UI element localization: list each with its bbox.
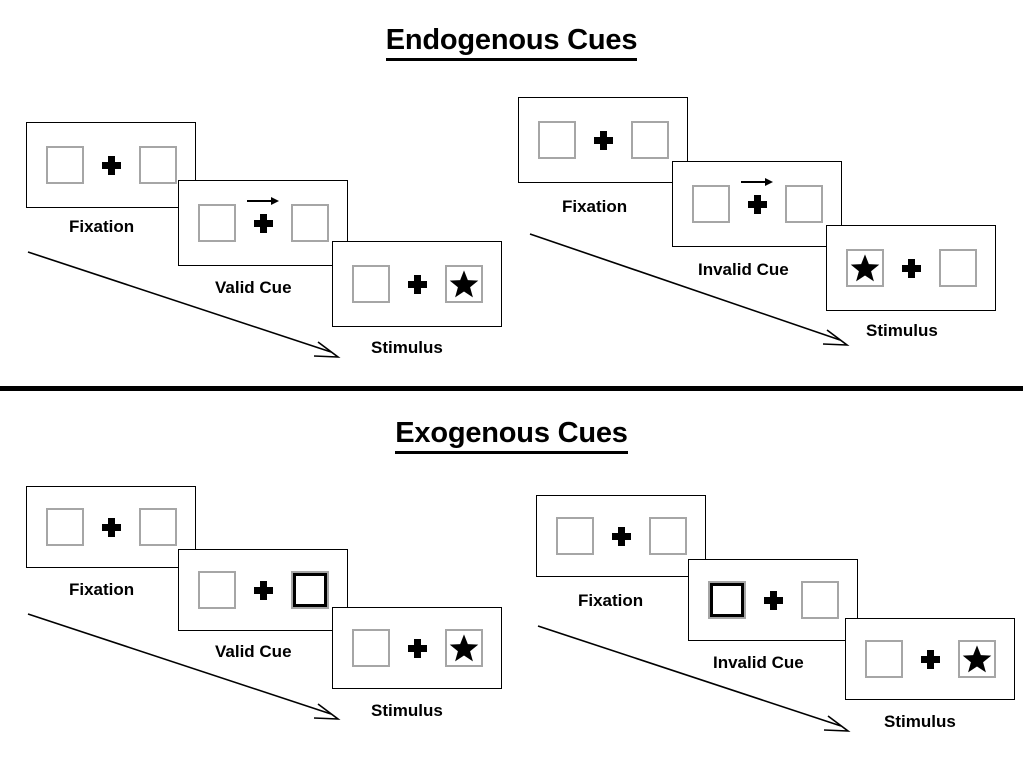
left-square: [351, 265, 390, 303]
flow-arrow-endogenous-valid: [27, 251, 341, 358]
star-icon: [449, 634, 478, 662]
stage-label-exogenous-invalid-cue: Invalid Cue: [713, 653, 804, 672]
cue-arrow-right-icon: [741, 177, 773, 186]
stage-label-endogenous-valid-cue: Valid Cue: [215, 278, 292, 297]
section-title-exogenous-text: Exogenous Cues: [395, 417, 628, 454]
right-square-cued: [290, 571, 329, 609]
left-square-cued: [707, 581, 746, 619]
right-square: [957, 640, 996, 678]
section-divider: [0, 386, 1023, 391]
panel-endogenous-valid-stimulus[interactable]: [332, 241, 502, 327]
left-square: [351, 629, 390, 667]
fixation-cross-icon: [611, 526, 631, 546]
left-square: [845, 249, 884, 287]
left-square: [691, 185, 730, 223]
fixation-cross-icon: [901, 258, 921, 278]
stage-label-exogenous-valid-fixation: Fixation: [69, 580, 135, 599]
right-square: [444, 265, 483, 303]
panel-exogenous-valid-cue[interactable]: [178, 549, 348, 631]
flow-arrow-endogenous-invalid: [529, 233, 850, 346]
star-icon: [962, 645, 991, 673]
stage-label-exogenous-valid-stimulus: Stimulus: [371, 701, 443, 720]
panel-content: [537, 121, 669, 159]
panel-content: [45, 146, 177, 184]
right-square: [138, 146, 177, 184]
right-square: [784, 185, 823, 223]
left-square: [555, 517, 594, 555]
panel-exogenous-invalid-stimulus[interactable]: [845, 618, 1015, 700]
stage-label-exogenous-invalid-fixation: Fixation: [578, 591, 644, 610]
fixation-cross-icon: [101, 155, 121, 175]
left-square: [197, 571, 236, 609]
panel-endogenous-invalid-cue[interactable]: [672, 161, 842, 247]
panel-exogenous-valid-fixation[interactable]: [26, 486, 196, 568]
right-square: [290, 204, 329, 242]
right-square: [444, 629, 483, 667]
panel-exogenous-invalid-fixation[interactable]: [536, 495, 706, 577]
fixation-cross-icon: [253, 580, 273, 600]
left-square: [537, 121, 576, 159]
panel-content: [845, 249, 977, 287]
panel-content: [351, 629, 483, 667]
panel-exogenous-valid-stimulus[interactable]: [332, 607, 502, 689]
panel-content: [45, 508, 177, 546]
left-square: [197, 204, 236, 242]
right-square: [648, 517, 687, 555]
section-title-exogenous: Exogenous Cues: [0, 417, 1023, 454]
left-square: [45, 146, 84, 184]
right-square: [138, 508, 177, 546]
fixation-cross-icon: [920, 649, 940, 669]
section-title-endogenous-text: Endogenous Cues: [385, 24, 637, 61]
panel-content: [197, 196, 329, 242]
star-icon: [850, 254, 879, 282]
panel-exogenous-invalid-cue[interactable]: [688, 559, 858, 641]
stage-label-exogenous-valid-cue: Valid Cue: [215, 642, 292, 661]
cue-arrow-right-icon: [247, 196, 279, 205]
panel-content: [691, 177, 823, 223]
left-square: [45, 508, 84, 546]
right-square: [630, 121, 669, 159]
right-square: [938, 249, 977, 287]
star-icon: [449, 270, 478, 298]
right-square: [800, 581, 839, 619]
panel-content: [197, 571, 329, 609]
panel-content: [707, 581, 839, 619]
stage-label-endogenous-invalid-stimulus: Stimulus: [866, 321, 938, 340]
fixation-cross-icon: [101, 517, 121, 537]
stage-label-endogenous-invalid-cue: Invalid Cue: [698, 260, 789, 279]
flow-arrow-exogenous-valid: [27, 613, 341, 720]
panel-content: [351, 265, 483, 303]
left-square: [864, 640, 903, 678]
panel-content: [864, 640, 996, 678]
section-title-endogenous: Endogenous Cues: [0, 24, 1023, 61]
panel-endogenous-invalid-fixation[interactable]: [518, 97, 688, 183]
fixation-cross-icon: [247, 196, 279, 233]
panel-content: [555, 517, 687, 555]
fixation-cross-icon: [741, 177, 773, 214]
panel-endogenous-valid-fixation[interactable]: [26, 122, 196, 208]
stage-label-endogenous-valid-stimulus: Stimulus: [371, 338, 443, 357]
stage-label-exogenous-invalid-stimulus: Stimulus: [884, 712, 956, 731]
fixation-cross-icon: [763, 590, 783, 610]
flow-arrow-exogenous-invalid: [537, 625, 851, 732]
stage-label-endogenous-valid-fixation: Fixation: [69, 217, 135, 236]
panel-endogenous-valid-cue[interactable]: [178, 180, 348, 266]
fixation-cross-icon: [593, 130, 613, 150]
fixation-cross-icon: [407, 638, 427, 658]
panel-endogenous-invalid-stimulus[interactable]: [826, 225, 996, 311]
fixation-cross-icon: [407, 274, 427, 294]
stage-label-endogenous-invalid-fixation: Fixation: [562, 197, 628, 216]
